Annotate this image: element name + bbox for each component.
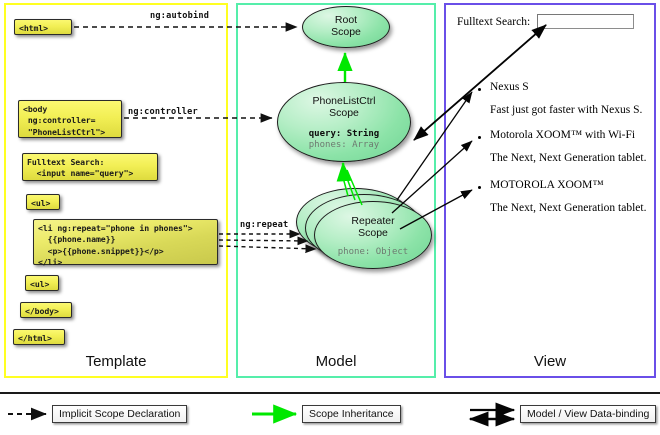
scope-repeater-title-line2: Scope <box>358 227 388 240</box>
code-box-html-open[interactable]: <html> <box>14 19 72 35</box>
code-box-html-close[interactable]: </html> <box>13 329 65 345</box>
legend: Implicit Scope Declaration Scope Inherit… <box>0 392 660 435</box>
legend-arrow-layer <box>8 402 516 427</box>
code-box-li-repeat[interactable]: <li ng:repeat="phone in phones"> {{phone… <box>33 219 218 267</box>
view-item-snippet-1: The Next, Next Generation tablet. <box>490 152 647 164</box>
legend-item-scope-inheritance: Scope Inheritance <box>302 405 401 423</box>
scope-phonelistctrl-title-line2: Scope <box>329 107 359 120</box>
code-box-ul-close[interactable]: <ul> <box>25 275 59 291</box>
edge-label-autobind: ng:autobind <box>150 11 210 21</box>
edge-label-repeat: ng:repeat <box>240 220 289 230</box>
view-item-name-2: MOTOROLA XOOM™ <box>490 179 604 191</box>
panel-template: Template <box>4 3 228 378</box>
scope-repeater[interactable]: Repeater Scope phone: Object <box>314 201 432 269</box>
view-item-snippet-0: Fast just got faster with Nexus S. <box>490 104 643 116</box>
scope-phonelistctrl-title-line1: PhoneListCtrl <box>312 95 376 107</box>
view-search-input[interactable] <box>537 14 634 29</box>
scope-root[interactable]: Root Scope <box>302 6 390 48</box>
scope-phonelistctrl[interactable]: PhoneListCtrl Scope query: String phones… <box>277 82 411 162</box>
legend-divider <box>0 392 660 394</box>
scope-phonelistctrl-prop-phones: phones: Array <box>308 139 380 150</box>
code-box-body-open[interactable]: <body ng:controller= "PhoneListCtrl"> <box>18 100 122 138</box>
legend-item-implicit-scope-declaration: Implicit Scope Declaration <box>52 405 188 423</box>
view-item-name-0: Nexus S <box>490 81 529 93</box>
legend-item-model-view-data-binding: Model / View Data-binding <box>520 405 657 423</box>
code-box-body-close[interactable]: </body> <box>20 302 72 318</box>
panel-view-label: View <box>533 353 567 370</box>
view-bullet-2 <box>478 186 482 190</box>
edge-label-controller: ng:controller <box>128 107 198 117</box>
view-item-name-1: Motorola XOOM™ with Wi-Fi <box>490 129 636 141</box>
code-box-fulltext-search[interactable]: Fulltext Search: <input name="query"> <box>22 153 158 181</box>
scope-phonelistctrl-prop-query: query: String <box>308 128 380 139</box>
scope-root-title-line1: Root <box>334 14 358 26</box>
view-item-snippet-2: The Next, Next Generation tablet. <box>490 202 647 214</box>
panel-model-label: Model <box>315 353 357 370</box>
scope-root-title-line2: Scope <box>331 26 361 39</box>
scope-repeater-title-line1: Repeater <box>351 215 395 227</box>
panel-template-label: Template <box>85 353 147 370</box>
code-box-ul-open[interactable]: <ul> <box>26 194 60 210</box>
view-search-label: Fulltext Search: <box>457 16 531 28</box>
scope-repeater-prop-phone: phone: Object <box>337 246 409 257</box>
